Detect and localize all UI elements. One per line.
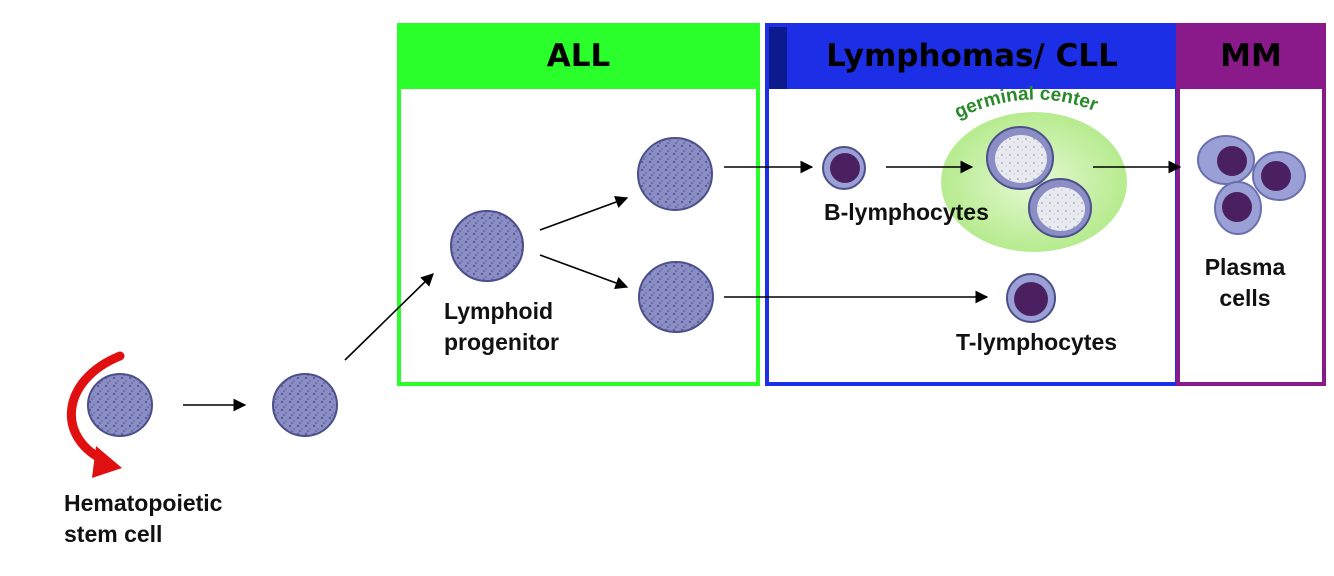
early-progenitor-cell — [272, 373, 338, 437]
plasma-cells-label: Plasma cells — [1198, 252, 1292, 314]
t-lymphocytes-label-text: T-lymphocytes — [956, 329, 1118, 355]
lymphoid-progenitor-label: Lymphoid progenitor — [444, 296, 559, 358]
t-precursor-cell — [638, 261, 714, 333]
lymphomas-header-accent — [769, 27, 787, 89]
arrow-to-progenitor — [344, 273, 434, 361]
b-precursor-cell — [637, 137, 713, 211]
b-lymphocytes-label: B-lymphocytes — [824, 197, 989, 228]
plasma-cells-label-line-1: Plasma — [1204, 254, 1286, 280]
arrow-progenitor-to-t-precursor — [539, 254, 629, 290]
plasma-cells-label-line-2: cells — [1219, 285, 1271, 311]
mm-title: MM — [1220, 38, 1282, 74]
self-renewal-arrowhead — [92, 446, 122, 478]
lymphomas-title: Lymphomas/ CLL — [826, 38, 1118, 74]
all-title: ALL — [546, 38, 611, 74]
stem-cell-label-line-2: stem cell — [64, 521, 163, 547]
germinal-center-cell-1 — [986, 126, 1054, 190]
stem-cell-label-line-1: Hematopoietic — [64, 490, 223, 516]
all-header: ALL — [397, 23, 760, 89]
lymphoid-progenitor-label-line-2: progenitor — [444, 329, 559, 355]
t-lymphocytes-label: T-lymphocytes — [956, 327, 1117, 358]
lymphomas-header: Lymphomas/ CLL — [765, 23, 1179, 89]
self-renewal-arrow — [67, 351, 125, 467]
stem-cell — [87, 373, 153, 437]
plasma-cell-1 — [1197, 135, 1255, 185]
arrow-progenitor-to-b-precursor — [539, 195, 629, 231]
germinal-center-cell-2 — [1028, 178, 1092, 238]
b-lymphocyte-cell — [822, 146, 866, 190]
stem-cell-label: Hematopoietic stem cell — [64, 488, 222, 550]
b-lymphocytes-label-text: B-lymphocytes — [824, 199, 989, 225]
plasma-cell-3 — [1214, 181, 1262, 235]
lymphoid-progenitor-cell — [450, 210, 524, 282]
lymphoid-progenitor-label-line-1: Lymphoid — [444, 298, 554, 324]
plasma-cell-2 — [1252, 151, 1306, 201]
mm-header: MM — [1176, 23, 1326, 89]
t-lymphocyte-cell — [1006, 273, 1056, 323]
